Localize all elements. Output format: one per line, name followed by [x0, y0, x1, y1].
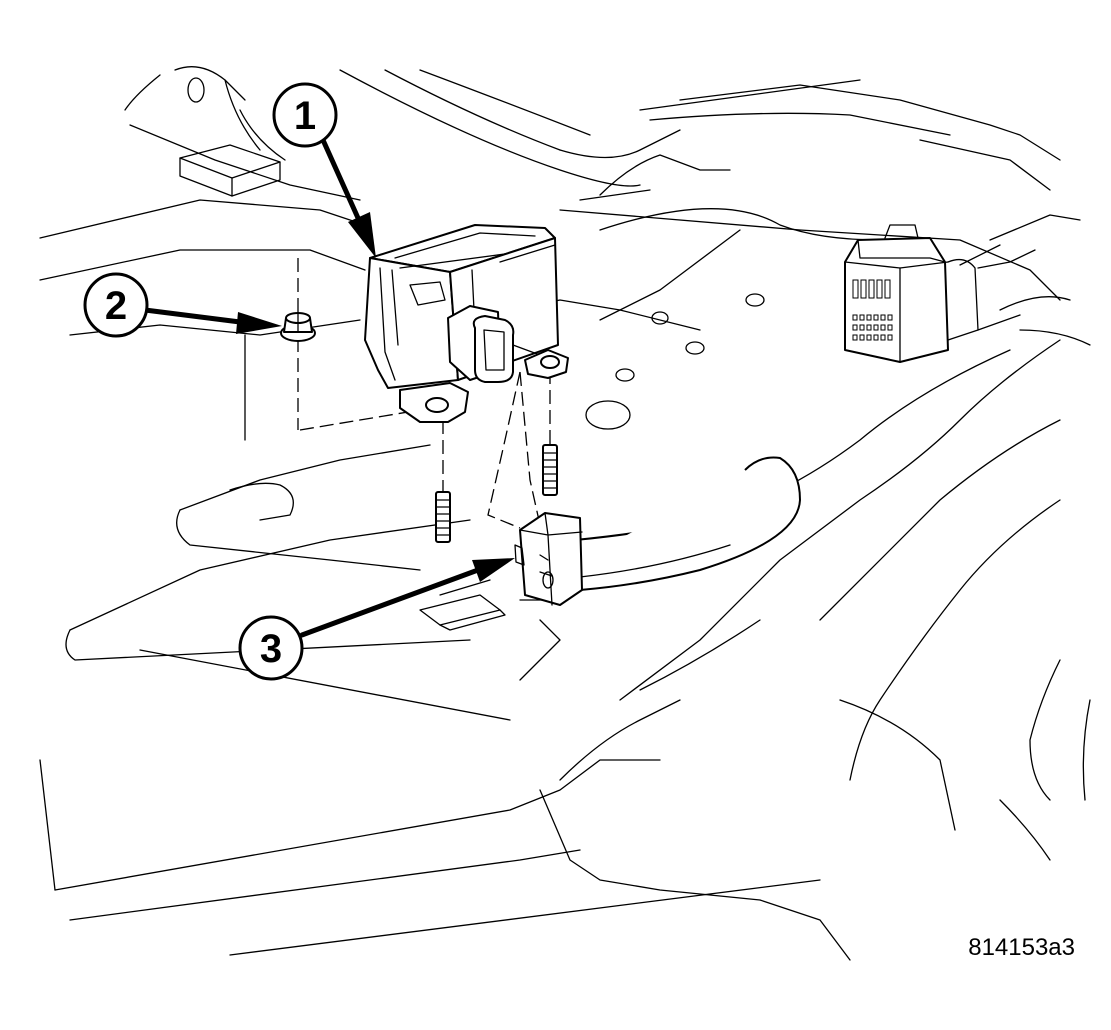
callout-3: 3 — [238, 558, 515, 681]
mounting-nut — [280, 312, 316, 342]
vehicle-floor-outline — [39, 66, 1091, 961]
figure-id: 814153a3 — [968, 934, 1075, 961]
wire-harness — [574, 456, 801, 591]
callout-1-label: 1 — [294, 94, 316, 138]
connector-pin-grid — [852, 279, 893, 341]
harness-connector-plug — [514, 512, 583, 606]
mounting-stud-left — [435, 491, 451, 543]
callout-2-label: 2 — [105, 284, 127, 328]
callout-1: 1 — [272, 82, 376, 258]
control-module — [364, 224, 569, 423]
alignment-lines — [297, 258, 551, 529]
vehicle-harness-connector — [844, 224, 1036, 363]
mounting-stud-right — [542, 444, 558, 496]
callout-2: 2 — [83, 272, 282, 338]
callout-3-label: 3 — [260, 627, 282, 671]
